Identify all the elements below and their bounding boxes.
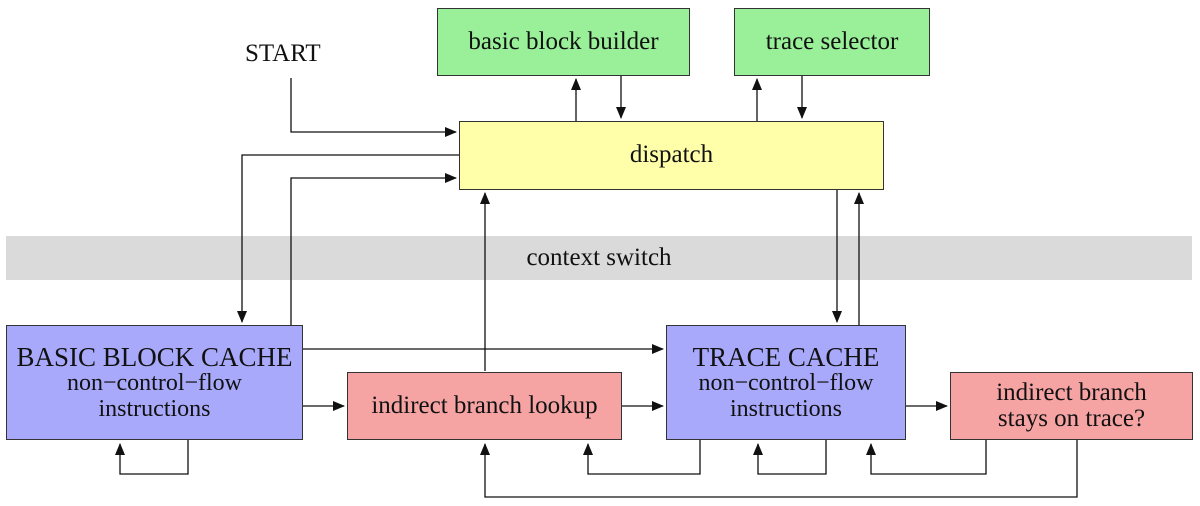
arrow-tracecache-to-lookup: [583, 440, 701, 475]
indirect-branch-stays-box: indirect branch stays on trace?: [950, 372, 1193, 440]
context-switch-label: context switch: [526, 244, 672, 271]
trace-cache-title: TRACE CACHE: [692, 342, 880, 373]
arrow-dispatch-to-bbcache: [237, 154, 459, 323]
arrow-bbcache-to-dispatch: [290, 173, 457, 326]
dispatch-label: dispatch: [629, 141, 714, 169]
indirect-branch-stays-line2: stays on trace?: [997, 405, 1146, 432]
arrow-bbcache-self-loop: [115, 440, 189, 475]
basic-block-cache-title: BASIC BLOCK CACHE: [16, 342, 293, 373]
basic-block-builder-label: basic block builder: [468, 27, 659, 55]
trace-cache-box: TRACE CACHE non−control−flow instruction…: [666, 325, 906, 440]
indirect-branch-lookup-label: indirect branch lookup: [371, 391, 598, 419]
indirect-branch-stays-line1: indirect branch: [996, 378, 1147, 406]
basic-block-cache-line1: non−control−flow: [66, 370, 243, 397]
trace-selector-label: trace selector: [765, 27, 899, 55]
indirect-branch-lookup-box: indirect branch lookup: [347, 372, 622, 440]
arrow-tracecache-self-loop: [753, 440, 827, 475]
arrow-stays-to-lookup: [480, 440, 1078, 498]
trace-cache-line2: instructions: [730, 395, 842, 422]
arrow-start-to-dispatch: [290, 78, 457, 137]
arrow-stays-to-tracecache: [866, 440, 987, 475]
start-label: START: [245, 40, 321, 67]
context-switch-band: context switch: [6, 236, 1192, 280]
trace-cache-line1: non−control−flow: [698, 370, 874, 397]
dispatch-box: dispatch: [459, 121, 884, 190]
basic-block-cache-box: BASIC BLOCK CACHE non−control−flow instr…: [6, 325, 303, 440]
basic-block-builder-box: basic block builder: [437, 8, 690, 76]
trace-selector-box: trace selector: [734, 8, 930, 76]
basic-block-cache-line2: instructions: [98, 395, 211, 422]
